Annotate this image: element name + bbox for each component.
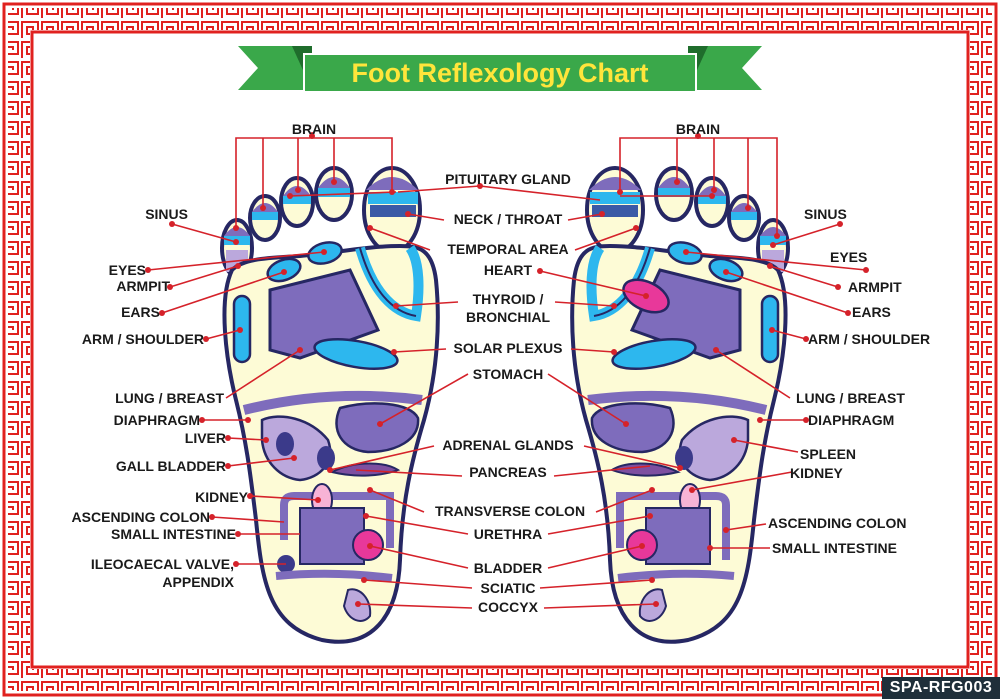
label-pancreas: PANCREAS [469,464,547,480]
label-kidney-left: KIDNEY [195,489,249,505]
label-thyroid-1: THYROID / [473,291,544,307]
label-gall-bladder: GALL BLADDER [116,458,226,474]
label-small-intestine-left: SMALL INTESTINE [111,526,236,542]
label-ascending-colon-left: ASCENDING COLON [72,509,210,525]
label-brain-left: BRAIN [292,121,336,137]
label-arm-shoulder-left: ARM / SHOULDER [82,331,204,347]
label-lung-breast-left: LUNG / BREAST [115,390,224,406]
label-armpit-left: ARMPIT [116,278,170,294]
label-transverse-colon: TRANSVERSE COLON [435,503,585,519]
label-eyes-left: EYES [109,262,146,278]
label-liver: LIVER [185,430,226,446]
title-banner: Foot Reflexology Chart [238,46,762,93]
label-urethra: URETHRA [474,526,542,542]
label-armpit-right: ARMPIT [848,279,902,295]
label-spleen: SPLEEN [800,446,856,462]
label-bladder: BLADDER [474,560,542,576]
labels: BRAIN BRAIN PITUITARY GLAND SINUS SINUS … [72,121,931,615]
label-sinus-left: SINUS [145,206,188,222]
label-arm-shoulder-right: ARM / SHOULDER [808,331,930,347]
label-diaphragm-left: DIAPHRAGM [114,412,200,428]
label-kidney-right: KIDNEY [790,465,844,481]
label-sciatic: SCIATIC [481,580,536,596]
label-diaphragm-right: DIAPHRAGM [808,412,894,428]
label-temporal: TEMPORAL AREA [447,241,568,257]
label-brain-right: BRAIN [676,121,720,137]
label-pituitary: PITUITARY GLAND [445,171,571,187]
label-lung-breast-right: LUNG / BREAST [796,390,905,406]
label-ears-right: EARS [852,304,891,320]
label-adrenal: ADRENAL GLANDS [442,437,573,453]
label-stomach: STOMACH [473,366,544,382]
label-small-intestine-right: SMALL INTESTINE [772,540,897,556]
label-ascending-colon-right: ASCENDING COLON [768,515,906,531]
label-neck-throat: NECK / THROAT [454,211,563,227]
label-coccyx: COCCYX [478,599,539,615]
label-ileocaecal-2: APPENDIX [162,574,234,590]
label-heart: HEART [484,262,533,278]
product-code-badge: SPA-RFG003 [882,677,1000,699]
label-sinus-right: SINUS [804,206,847,222]
label-thyroid-2: BRONCHIAL [466,309,550,325]
leader-dots [145,133,869,607]
left-foot [220,166,440,644]
label-ileocaecal-1: ILEOCAECAL VALVE, [91,556,234,572]
label-ears-left: EARS [121,304,160,320]
label-eyes-right: EYES [830,249,867,265]
label-solar-plexus: SOLAR PLEXUS [454,340,563,356]
chart-title: Foot Reflexology Chart [351,58,648,88]
